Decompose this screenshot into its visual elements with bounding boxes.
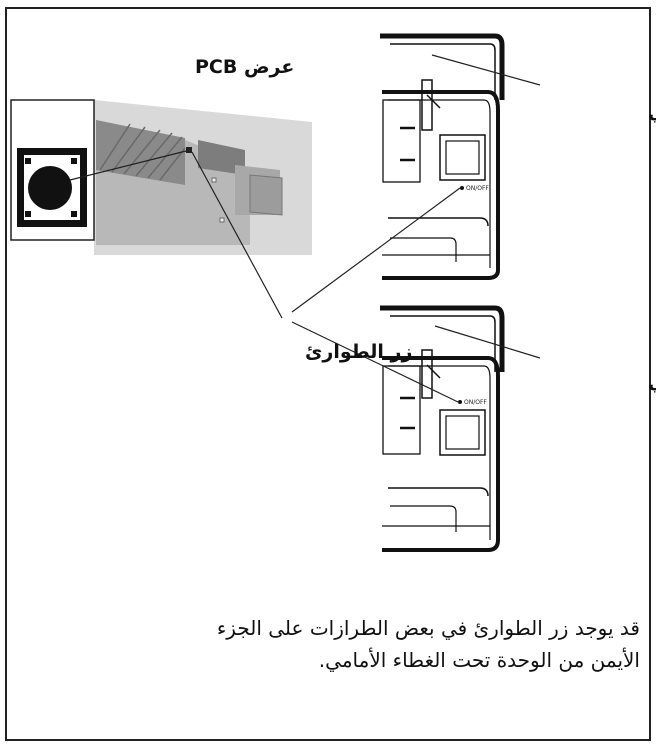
pcb-screw-1 [211,177,217,183]
top-indoor-unit [380,33,505,280]
leader-to-bottom-unit [291,321,459,403]
closeup-corner-1 [25,158,31,164]
pcb-screw-2 [219,217,225,223]
top-on-off-label: ON/OFF [466,185,489,192]
closeup-corner-3 [25,211,31,217]
pcb-heatsink [96,120,185,185]
bottom-on-off-label: ON/OFF [464,399,487,406]
closeup-corner-4 [71,211,77,217]
caption-line-2: الأيمن من الوحدة تحت الغطاء الأمامي. [318,648,640,672]
leader-to-pcb [191,151,283,319]
pcb-connector [249,174,283,216]
bottom-on-off-dot [458,400,462,404]
front-cover-bottom-label: الغطاء الأمامي [648,370,656,393]
closeup-corner-2 [71,158,77,164]
pcb-view-label: عرض PCB [195,56,294,78]
closeup-pointer-line [69,149,191,181]
emergency-button-label: زر الطوارئ [305,341,412,363]
caption-line-1: قد يوجد زر الطوارئ في بعض الطرازات على ا… [216,616,640,640]
pcb-heatsink-texture [99,123,186,181]
emergency-button-closeup [28,166,72,210]
bottom-indoor-unit [380,305,505,552]
front-cover-top-label: الغطاء الأمامي [648,100,656,123]
leader-to-top-unit [291,187,461,313]
top-on-off-dot [460,186,464,190]
pcb-component-block [198,140,245,175]
bottom-cover-leader [434,325,541,359]
top-cover-leader [431,54,541,86]
caption-text: قد يوجد زر الطوارئ في بعض الطرازات على ا… [40,612,640,676]
